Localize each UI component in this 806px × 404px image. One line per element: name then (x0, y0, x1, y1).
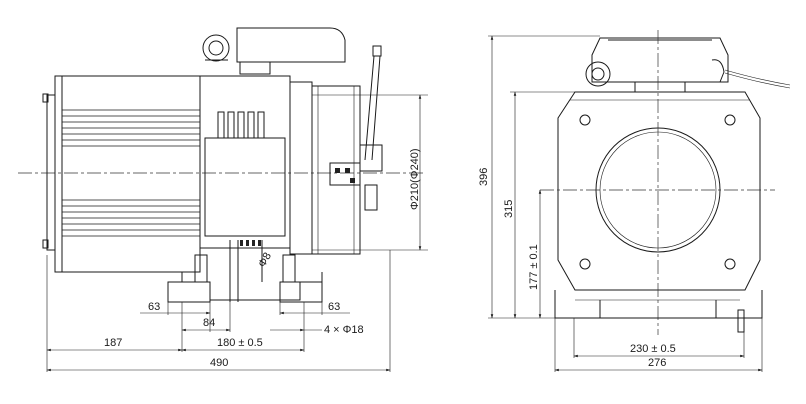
foot-left (167, 281, 211, 303)
dim-phi-diameter: Φ210(Φ240) (409, 148, 421, 210)
release-lever (364, 55, 381, 161)
dim-490: 490 (210, 357, 228, 369)
motor-end-cap (46, 94, 56, 251)
foot-right (279, 281, 323, 303)
housing-ribs (217, 111, 265, 139)
dim-276: 276 (648, 357, 666, 369)
cable (724, 69, 791, 86)
dim-396: 396 (478, 168, 490, 186)
front-housing (557, 91, 761, 291)
end-bolt-top (42, 93, 49, 103)
gear-housing (199, 75, 291, 249)
dim-315: 315 (503, 200, 515, 218)
front-lifting-eye (585, 61, 611, 87)
dim-177: 177 ± 0.1 (528, 244, 540, 290)
dim-63-left: 63 (148, 301, 160, 313)
dim-4x-phi18: 4 × Φ18 (324, 324, 364, 336)
dim-63-right: 63 (328, 301, 340, 313)
side-view: Φ210(Φ240) Φ8 63 84 (18, 27, 428, 372)
front-pin (737, 309, 745, 333)
motor-body (54, 75, 201, 273)
dim-180: 180 ± 0.5 (217, 337, 263, 349)
dim-187: 187 (104, 337, 122, 349)
front-corner-bolts (579, 114, 736, 270)
lever-top (372, 45, 382, 57)
front-base (554, 290, 763, 319)
dim-84: 84 (203, 317, 215, 329)
motor-base (181, 272, 323, 301)
cooling-fins-top (62, 109, 200, 147)
dim-phi8: Φ8 (256, 251, 274, 270)
encoder-block (329, 162, 361, 186)
front-brake-cover (591, 37, 729, 83)
front-view: 396 315 177 ± 0.1 230 ± 0.5 276 (478, 30, 791, 372)
cover-base (239, 61, 271, 75)
lifting-eye (202, 34, 230, 62)
base-bolt-holes (240, 240, 261, 246)
end-bolt-bottom (42, 239, 49, 249)
brake-cover (236, 27, 346, 63)
front-hook (711, 59, 725, 83)
housing-window (204, 137, 286, 237)
sheave-flange (289, 81, 313, 255)
cooling-fins-bottom (62, 199, 200, 237)
dim-230: 230 ± 0.5 (630, 343, 676, 355)
